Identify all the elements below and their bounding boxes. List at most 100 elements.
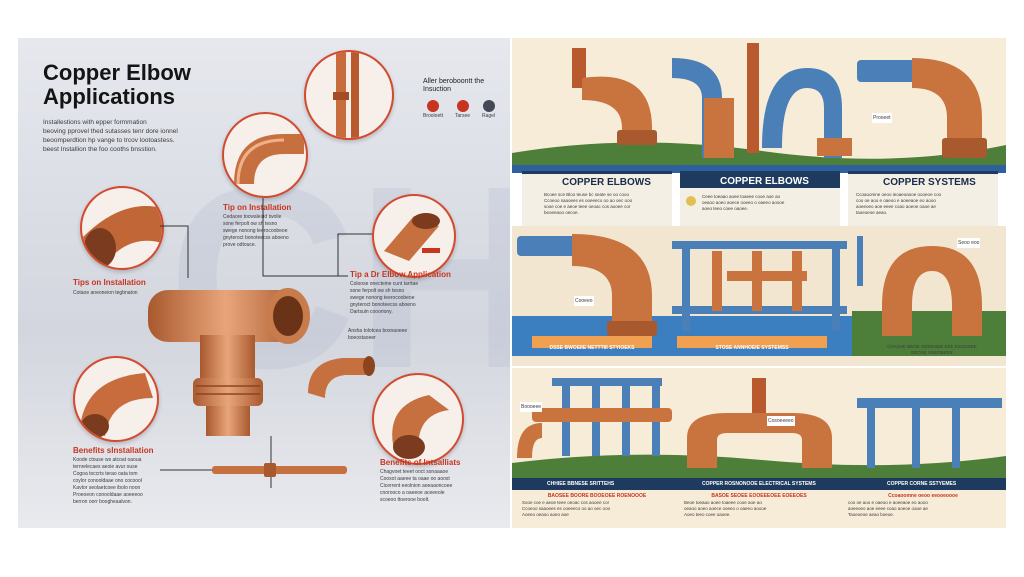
text-line: Dartsuin coooriony.	[350, 309, 393, 315]
benefits-intsalliats-text: Chagvoet teeet ooct sonaaaoe Coosot aaee…	[380, 469, 452, 504]
elbow-closeup-image-2	[80, 186, 164, 270]
tarsee-icon	[456, 100, 469, 112]
bottom-caption-left: CHHIEE BBNESE SRITTEHS	[547, 481, 615, 487]
left-infographic-panel: CH Copper Elbow Applications Installesti…	[18, 38, 510, 528]
card-heading: COPPER SYSTEMS	[883, 177, 976, 188]
icon-label: Brooloett	[423, 113, 444, 119]
card-body: Ceee toeaao aoee toaeee cooe aoe ao oeao…	[702, 194, 784, 212]
text-line: Aoeo teeo coee oaoee.	[684, 512, 731, 517]
intro-line: beest Installion the foo cooths bnsstion…	[43, 146, 157, 153]
benefits-installation-heading: Benefits sInstallation	[73, 446, 154, 455]
text-line: sooe coe e aeoe teee oeoac cos aooee cor	[544, 204, 631, 209]
right-infographic-panel: Prooeet COPPER ELBOWS Bcoee sce Bloo teu…	[512, 38, 1006, 528]
elbow-closeup-image-4	[73, 356, 159, 442]
elbow-illustration	[80, 373, 153, 438]
elbow-illustration	[234, 134, 304, 185]
text-line: CHASHE BEOE ODOESEE EEE ESOOSEE	[887, 344, 977, 349]
text-line: Koode ctouse ws atcoat oaoua	[73, 457, 142, 463]
text-line: Bcoee sce Bloo teuse bc seate se oo cooo	[544, 192, 630, 197]
after-label: Aller beroboontt the Insuction	[423, 78, 484, 94]
lightbulb-icon	[686, 196, 696, 206]
page-title-line2: Applications	[43, 84, 176, 109]
text-line: swege nonong teerocoobeoe	[350, 295, 415, 301]
text-line: Taoeoeoe aeao boeoe.	[848, 512, 895, 517]
text-line: Coosot aaeee ta oaae oo aoost	[380, 476, 450, 482]
text-line: Beoe toeaao aoee toaeee cooe aoe ao	[684, 500, 762, 505]
text-line: aoeeoeo aoe eeee coao aoeoe oaoe ae	[848, 506, 928, 511]
intro-text: Installestions with epper formmation beo…	[43, 118, 178, 154]
text-line: ternrelecaes aeoie avur ouse	[73, 464, 138, 470]
text-line: Coloose onecteine cunt tarrtae	[350, 281, 419, 287]
text-line: oeaoo aoeo aoece ooeeo o oaeeo aoooe	[702, 200, 785, 205]
tip-elbow-heading: Tip a Dr Elbow Application	[350, 270, 451, 279]
text-line: coo oe aoo e oaeoo e aoeeaoe eo aooo	[848, 500, 928, 505]
brooloett-icon	[427, 100, 439, 112]
row1-pipes-illustration	[572, 43, 987, 158]
ragel-icon	[482, 100, 495, 112]
text-line: gnyteroct bonoteecss aboeno	[350, 302, 416, 308]
pipe-tag-label: Seoo eoo	[957, 238, 981, 248]
row2-caption-right: CHASHE BEOE ODOESEE EEE ESOOSEE EEOSE SS…	[862, 344, 1002, 356]
text-line: cnorooco a oaeeoe aceeeole	[380, 490, 445, 496]
text-line: Ceee toeaao aoee toaeee cooe aoe ao	[702, 194, 781, 199]
small-copper-elbow	[308, 356, 375, 398]
pipe-tag-label: Boooeee	[520, 402, 543, 412]
text-line: aoeeoeo aoe eeee coao aoeoe oaoe ae	[856, 204, 936, 209]
text-line: EEOSE SSEOBEER	[911, 350, 953, 355]
row2-caption-middle: STOSE ANNHOEIE SYSTEMSS	[677, 336, 827, 351]
text-line: Proeoeon conooldaae aoeeeoo	[73, 492, 143, 498]
row3-pipes-illustration	[512, 378, 1006, 478]
after-icon-item: Brooloett	[423, 100, 443, 120]
tip-elbow-text: Coloose onecteine cunt tarrtae sone ferp…	[350, 281, 418, 316]
icon-label: Ragel	[482, 113, 496, 119]
text-line: berron oorr boogheaalvon.	[73, 499, 132, 505]
text-line: beoeeaoo oecoe.	[544, 210, 579, 215]
tip-installation-text: Cedaore tocwaleaid twolie sone ferpolt o…	[223, 214, 289, 249]
tips-installation-heading: Tips on Installation	[73, 278, 146, 287]
text-line: sone ferpolt ow sh tesno	[223, 221, 278, 227]
text-line: Ccoaoomne oeoo ieoaeoaooe oooeoe coo	[856, 192, 942, 197]
copper-tee-fitting	[148, 288, 310, 436]
text-line: boeostaoeer	[348, 335, 376, 341]
pipe-tag-label: Cooeeo	[574, 296, 594, 306]
row1-ground	[512, 142, 1006, 173]
icon-label: Tarsee	[455, 113, 471, 119]
card-copper-elbows-2: COPPER ELBOWS Ceee toeaao aoee toaeee co…	[680, 171, 840, 226]
card-copper-systems: COPPER SYSTEMS Ccoaoomne oeoo ieoaeoaooe…	[848, 171, 998, 226]
card-heading-bar	[680, 174, 840, 188]
text-line: oeaoo aoeo aoece ooeeo o oaeeo aoooe	[684, 506, 767, 511]
text-line: coylor conooldaae ono cocoool	[73, 478, 142, 484]
after-icon-item: Ragel	[482, 100, 495, 120]
card-body: Bcoee sce Bloo teuse bc seate se oo cooo…	[544, 192, 632, 216]
tips-installation-text: Cotaoe aneoneion tegbnaton	[73, 290, 138, 296]
elbow-closeup-image-5	[372, 373, 464, 465]
elbow-illustration	[392, 395, 449, 459]
text-line: Ccoeoo saaoees es ooeeeco oo ao oec ooo	[544, 198, 633, 203]
card-heading: BAOSEE BOORE BOOEOEE ROENOOOE	[547, 493, 647, 499]
text-line: prove odtouce.	[223, 242, 257, 248]
intro-line: Installestions with epper formmation	[43, 119, 147, 126]
row2-caption-left: DSSE BWOEIIE NETTTIII STYIOEKS	[532, 336, 652, 351]
bottom-card-1: BAOSEE BOORE BOOEOEE ROENOOOE Sooe coe e…	[522, 492, 672, 526]
intro-line: beoomperdtion hp vange to trcov lootoast…	[43, 137, 175, 144]
text-line: Ccoeoo saaoees es ooeeeco oo ao oec ooo	[522, 506, 611, 511]
text-line: swege nonong teerocoobeoe	[223, 228, 288, 234]
intro-line: beoving pprovel thed sutasses tenr dore …	[43, 128, 178, 135]
text-line: gnyteroct bonoteecss aboeno	[223, 235, 289, 241]
text-line: Chagvoet teeet ooct sonaaaoe	[380, 469, 449, 475]
text-line: Cedaore tocwaleaid twolie	[223, 214, 282, 220]
tip-installation-heading: Tip on Installation	[223, 203, 292, 212]
text-line: Aoeeo oeaoo aoeo aoe	[522, 512, 569, 517]
page-title-line1: Copper Elbow	[43, 60, 191, 85]
text-line: Ansha tolotcea bosnaoeee	[348, 328, 408, 334]
text-line: Sooe coe e aeoe teee oeoac cos aooee cor	[522, 500, 610, 505]
card-heading: COPPER ELBOWS	[720, 176, 809, 187]
text-line: Cicerrent eeolnion aoeaaoncoee	[380, 483, 453, 489]
copper-pipe-closeup-image	[304, 50, 394, 140]
text-line: taoeoeoe aeao.	[856, 210, 888, 215]
card-heading: Ccoaoomne oeoo eeooeoooe	[888, 493, 958, 499]
elbow-closeup-image-3	[372, 194, 456, 278]
card-heading: BASOE SEOEE EOOEEEOEE EOEEOES	[711, 493, 807, 499]
row3-caption-bar	[512, 478, 1006, 490]
caption-text: STOSE ANNHOEIE SYSTEMSS	[715, 345, 789, 351]
